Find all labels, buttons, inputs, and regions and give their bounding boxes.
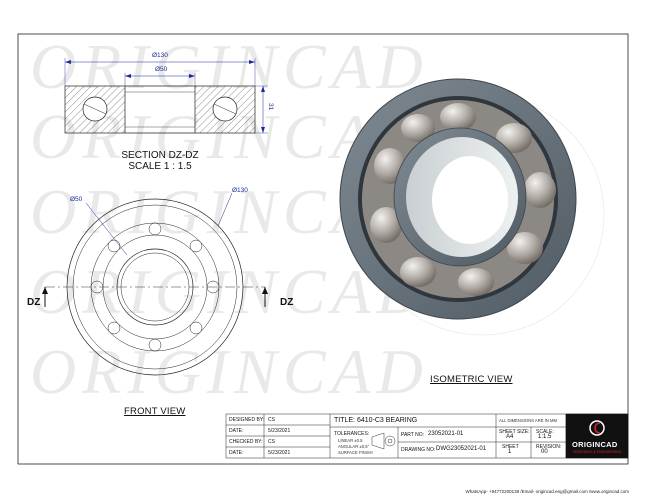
checked-by-value: CS [268, 439, 275, 445]
logo-icon [589, 420, 605, 436]
date-value: 5/23/2021 [268, 428, 291, 434]
section-title-line1: SECTION DZ-DZ [121, 150, 199, 161]
title-block [225, 413, 629, 459]
sheet-size-value: A4 [506, 434, 514, 440]
section-marker-left: DZ [27, 297, 41, 308]
logo-text: ORIGINCAD [572, 440, 618, 449]
date-label: DATE: [229, 450, 244, 456]
drawing-title: TITLE: 6410-C3 BEARING [334, 417, 418, 424]
projection-symbol-icon [371, 432, 396, 450]
sheet-size-label: SHEET SIZE: [499, 429, 530, 435]
scale-label: SCALE: [536, 429, 554, 435]
isometric-view-label: ISOMETRIC VIEW [430, 374, 513, 385]
revision-value: 00 [541, 449, 548, 455]
watermark: ORIGINCAD [30, 336, 429, 407]
front-dim-outer: Ø130 [232, 187, 248, 194]
date-value: 5/23/2021 [268, 450, 291, 456]
watermark: ORIGINCAD [30, 256, 429, 327]
front-dim-inner: Ø50 [70, 196, 83, 203]
sheet-value: 1 [508, 449, 512, 455]
section-dim-inner: Ø50 [155, 66, 168, 73]
tolerance-surface: SURFACE FINISH [338, 450, 373, 455]
part-no-label: PART NO: [401, 432, 425, 438]
contact-footer: WhatsApp- +94772200138 /Email- origincad… [465, 489, 629, 494]
revision-label: REVISION: [536, 444, 562, 450]
tolerances-label: TOLERANCES: [334, 431, 370, 437]
section-dim-width: 31 [267, 103, 274, 111]
scale-value: 1:1.5 [538, 434, 552, 440]
units-note: ALL DIMENSIONS ARE IN MM [499, 418, 558, 423]
sheet-label: SHEET [502, 444, 519, 450]
logo-tagline: DESIGNING & ENGINEERING [573, 450, 622, 454]
section-dim-outer: Ø130 [152, 52, 168, 59]
section-scale: SCALE 1 : 1.5 [128, 161, 192, 172]
sheet-border [17, 33, 629, 465]
section-marker-right: DZ [280, 297, 294, 308]
section-view [64, 58, 268, 134]
tolerance-angular: ANGULAR ±0.5° [338, 444, 370, 449]
drawing-no-label: DRAWING NO: [401, 447, 436, 453]
tolerance-linear: LINEAR ±0.5 [338, 438, 363, 443]
drawing-no-value: DWG23052021-01 [436, 446, 487, 452]
part-no-value: 23052021-01 [428, 431, 464, 437]
date-label: DATE: [229, 428, 244, 434]
designed-by-label: DESIGNED BY: [229, 417, 265, 423]
designed-by-value: CS [268, 417, 275, 423]
section-title: SECTION DZ-DZ SCALE 1 : 1.5 [120, 150, 200, 172]
checked-by-label: CHECKED BY: [229, 439, 263, 445]
front-view [42, 192, 268, 376]
front-view-label: FRONT VIEW [124, 406, 186, 417]
isometric-view [339, 78, 605, 336]
